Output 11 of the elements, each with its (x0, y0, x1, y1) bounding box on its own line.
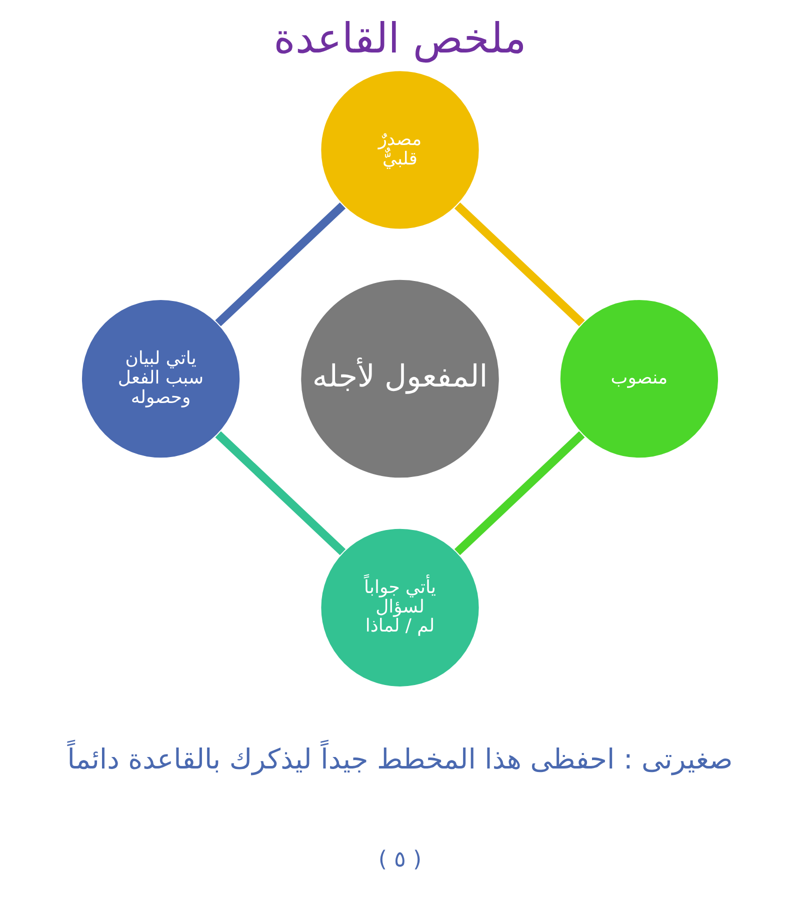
node-circle: يأتي جواباً لسؤال لم / لماذا (320, 527, 480, 688)
node-circle: ياتي لبيان سبب الفعل وحصوله (80, 298, 241, 459)
node-circle: منصوب (559, 298, 720, 459)
label: ( ٥ ) (378, 846, 422, 873)
connector (215, 202, 346, 326)
diagram-title: ملخص القاعدة (274, 13, 526, 62)
node-circle: المفعول لأجله (300, 278, 500, 480)
connector (454, 202, 585, 326)
node-circle: مصدرٌ قلبيٌّ (320, 70, 480, 230)
connector (215, 431, 346, 556)
connector (454, 431, 585, 556)
